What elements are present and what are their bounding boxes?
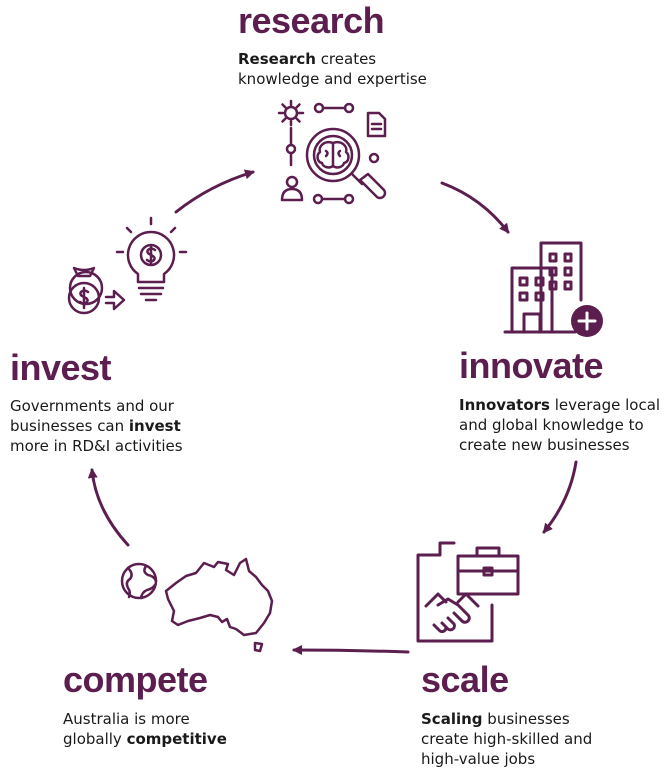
scale-desc-line2: create high-skilled and bbox=[421, 730, 593, 748]
scale-description: Scaling businesses create high-skilled a… bbox=[421, 709, 631, 769]
arrow-invest-to-research bbox=[174, 169, 255, 214]
invest-desc-line1: Governments and our bbox=[10, 397, 174, 415]
scale-title: scale bbox=[421, 659, 509, 700]
research-desc-line1: creates bbox=[315, 50, 377, 68]
scale-desc-line3: high-value jobs bbox=[421, 750, 536, 768]
invest-desc-bold: invest bbox=[128, 417, 181, 435]
arrow-research-to-innovate bbox=[440, 181, 510, 234]
innovate-desc-line1: leverage local bbox=[549, 396, 661, 414]
research-description: Research creates knowledge and expertise bbox=[238, 49, 498, 89]
innovate-description: Innovators leverage local and global kno… bbox=[459, 395, 664, 455]
innovate-desc-line2: and global knowledge to bbox=[459, 416, 644, 434]
arrow-scale-to-compete bbox=[292, 645, 410, 656]
invest-description: Governments and our businesses can inves… bbox=[10, 396, 240, 456]
compete-desc-line1: Australia is more bbox=[63, 710, 190, 728]
research-title: research bbox=[238, 0, 385, 41]
innovate-desc-line3: create new businesses bbox=[459, 436, 630, 454]
innovate-desc-bold: Innovators bbox=[459, 396, 550, 414]
arrow-innovate-to-scale bbox=[542, 460, 578, 534]
scale-desc-bold: Scaling bbox=[421, 710, 483, 728]
invest-desc-line2: businesses can bbox=[10, 417, 129, 435]
research-desc-line2: knowledge and expertise bbox=[238, 70, 427, 88]
arrow-compete-to-invest bbox=[87, 468, 130, 547]
compete-desc-bold: competitive bbox=[126, 730, 227, 748]
research-desc-bold: Research bbox=[238, 50, 316, 68]
compete-description: Australia is more globally competitive bbox=[63, 709, 263, 749]
compete-desc-line2: globally bbox=[63, 730, 127, 748]
invest-title: invest bbox=[10, 347, 112, 388]
scale-desc-line1: businesses bbox=[482, 710, 570, 728]
innovate-title: innovate bbox=[459, 345, 604, 386]
compete-title: compete bbox=[63, 659, 208, 700]
invest-desc-line3: more in RD&I activities bbox=[10, 437, 183, 455]
